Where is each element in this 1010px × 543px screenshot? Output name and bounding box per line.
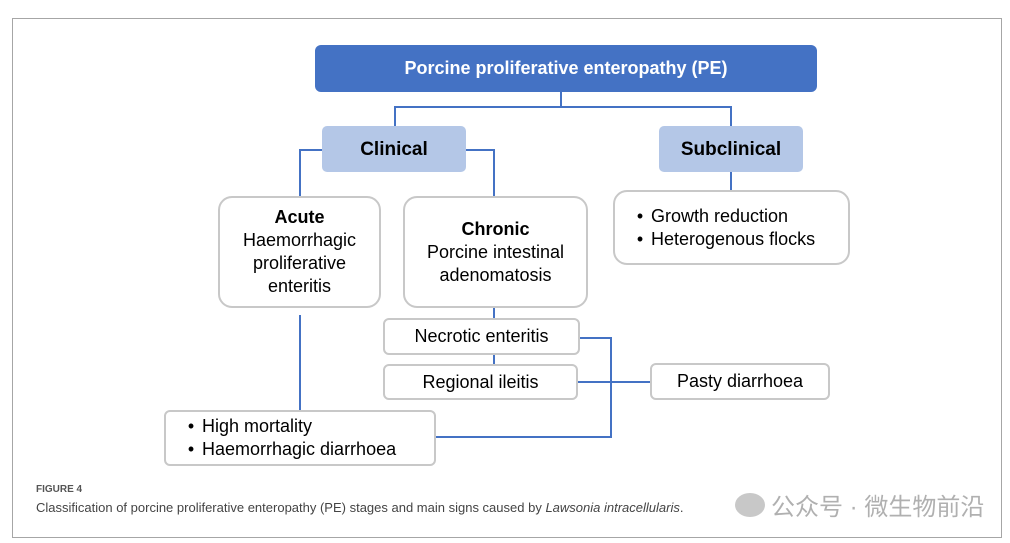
watermark: 公众号 · 微生物前沿 (735, 487, 984, 522)
regional-label: Regional ileitis (422, 371, 539, 392)
sign-item: Haemorrhagic diarrhoea (180, 438, 396, 461)
acute-signs-node: High mortality Haemorrhagic diarrhoea (164, 410, 436, 466)
connector-clinical-chronic (466, 149, 495, 196)
figure-frame (12, 18, 1002, 538)
connector-branch (394, 106, 732, 126)
necrotic-node: Necrotic enteritis (383, 318, 580, 355)
chronic-node: Chronic Porcine intestinal adenomatosis (403, 196, 588, 308)
caption-end: . (679, 500, 684, 515)
acute-line: proliferative (252, 253, 347, 273)
regional-node: Regional ileitis (383, 364, 578, 400)
acute-line: enteritis (267, 276, 332, 296)
acute-node: Acute Haemorrhagic proliferative enterit… (218, 196, 381, 308)
caption-text: Classification of porcine proliferative … (36, 500, 546, 515)
pasty-node: Pasty diarrhoea (650, 363, 830, 400)
sign-item: Growth reduction (629, 205, 788, 228)
chronic-line: Porcine intestinal (426, 241, 565, 262)
caption-species: Lawsonia intracellularis (545, 500, 680, 515)
figure-caption: Classification of porcine proliferative … (36, 500, 683, 515)
chronic-line: adenomatosis (439, 264, 552, 285)
watermark-text: 公众号 · 微生物前沿 (771, 494, 985, 521)
wechat-icon (735, 492, 765, 517)
root-node: Porcine proliferative enteropathy (PE) (315, 45, 817, 92)
necrotic-label: Necrotic enteritis (414, 326, 549, 346)
connector-necrotic-signs (436, 337, 612, 438)
clinical-node: Clinical (322, 126, 466, 172)
acute-line: Haemorrhagic (242, 230, 357, 250)
figure-label: FIGURE 4 (36, 484, 83, 495)
pasty-label: Pasty diarrhoea (676, 371, 804, 391)
acute-title: Acute (274, 207, 325, 227)
clinical-label: Clinical (360, 138, 428, 160)
connector-clinical-acute (299, 149, 322, 196)
subclinical-label: Subclinical (680, 138, 782, 160)
chronic-title: Chronic (461, 218, 530, 239)
subclinical-signs-node: Growth reduction Heterogenous flocks (613, 190, 850, 265)
subclinical-node: Subclinical (659, 126, 803, 172)
sign-item: Heterogenous flocks (629, 228, 815, 251)
root-label: Porcine proliferative enteropathy (PE) (404, 58, 728, 78)
sign-item: High mortality (180, 415, 312, 438)
